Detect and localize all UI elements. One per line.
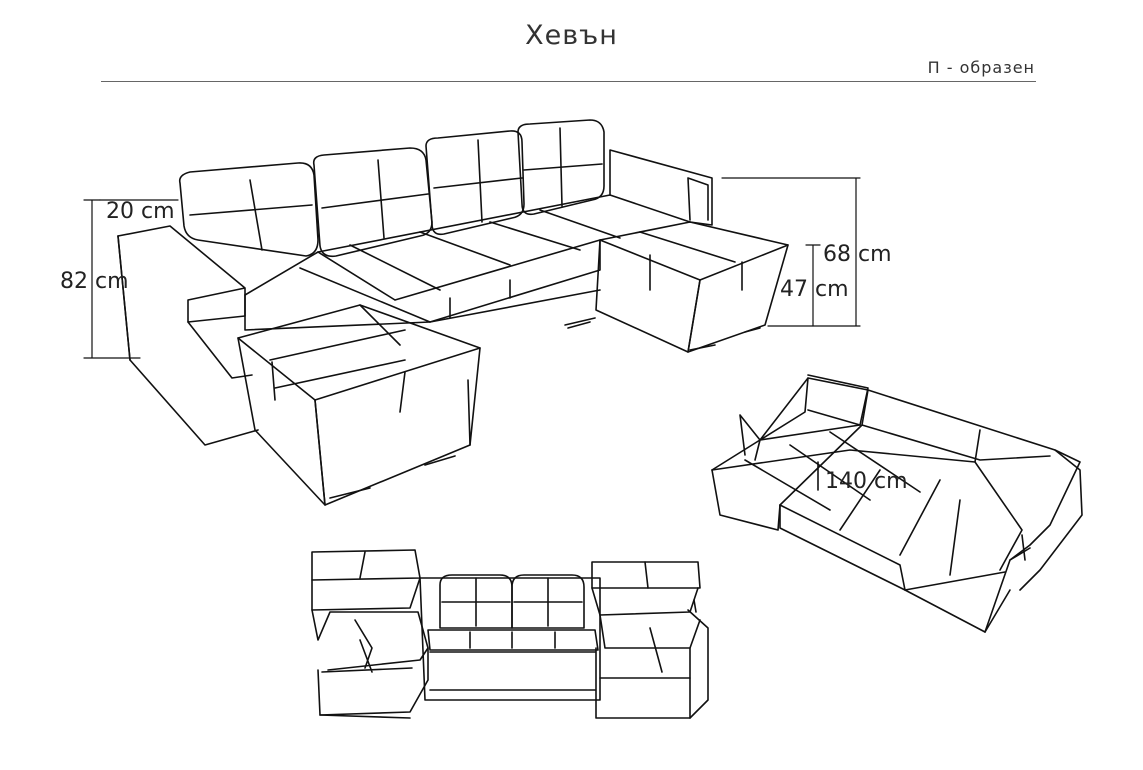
back-height-label: 68 cm bbox=[823, 242, 892, 267]
dimension-lines bbox=[83, 177, 861, 359]
armrest-height-label: 20 cm bbox=[106, 199, 175, 224]
sofa-bed-view bbox=[711, 374, 1083, 633]
sofa-storage-view bbox=[311, 549, 709, 719]
seat-height-label: 47 cm bbox=[780, 277, 849, 302]
header-divider bbox=[101, 81, 1036, 82]
page-title: Хевън bbox=[525, 20, 618, 51]
bed-width-label: 140 cm bbox=[825, 469, 908, 494]
total-height-label: 82 cm bbox=[60, 269, 129, 294]
model-type-label: П - образен bbox=[927, 58, 1035, 77]
sofa-perspective-view bbox=[117, 119, 789, 506]
